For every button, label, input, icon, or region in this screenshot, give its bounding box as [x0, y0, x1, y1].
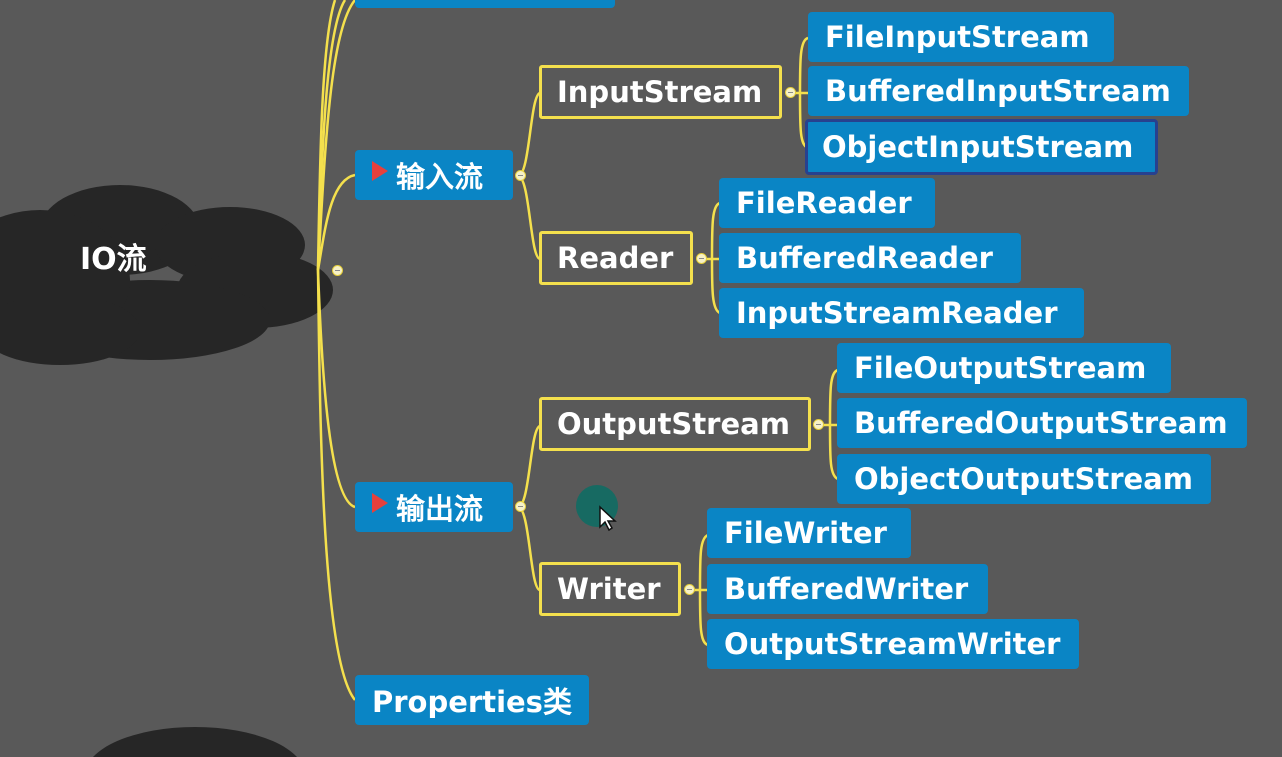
red-flag-icon — [372, 161, 388, 181]
group-writer[interactable]: Writer — [539, 562, 681, 616]
leaf-label: FileInputStream — [825, 20, 1090, 54]
leaf-label: OutputStreamWriter — [724, 627, 1061, 661]
leaf-inputstreamreader[interactable]: InputStreamReader — [719, 288, 1084, 338]
leaf-fileinputstream[interactable]: FileInputStream — [808, 12, 1114, 62]
collapse-output-icon[interactable] — [515, 501, 526, 512]
leaf-filewriter[interactable]: FileWriter — [707, 508, 911, 558]
leaf-objectinputstream[interactable]: ObjectInputStream — [805, 119, 1158, 175]
collapse-input-icon[interactable] — [515, 170, 526, 181]
group-inputstream-label: InputStream — [557, 75, 763, 109]
next-root-cloud-shape — [93, 727, 297, 757]
leaf-objectoutputstream[interactable]: ObjectOutputStream — [837, 454, 1211, 504]
group-outputstream[interactable]: OutputStream — [539, 397, 811, 451]
collapse-reader-icon[interactable] — [696, 253, 707, 264]
leaf-fileoutputstream[interactable]: FileOutputStream — [837, 343, 1171, 393]
group-outputstream-label: OutputStream — [557, 407, 790, 441]
branch-input-stream[interactable]: 输入流 — [355, 150, 513, 200]
mouse-cursor-icon — [576, 485, 618, 532]
branch-properties[interactable]: Properties类 — [355, 675, 589, 725]
group-inputstream[interactable]: InputStream — [539, 65, 782, 119]
leaf-label: FileWriter — [724, 516, 887, 550]
top-partial-node[interactable] — [355, 0, 615, 8]
branch-output-stream[interactable]: 输出流 — [355, 482, 513, 532]
root-cloud-shape — [0, 185, 333, 365]
leaf-outputstreamwriter[interactable]: OutputStreamWriter — [707, 619, 1079, 669]
leaf-label: BufferedOutputStream — [854, 406, 1228, 440]
group-reader-label: Reader — [557, 241, 674, 275]
group-reader[interactable]: Reader — [539, 231, 693, 285]
leaf-label: ObjectOutputStream — [854, 462, 1194, 496]
leaf-label: BufferedReader — [736, 241, 993, 275]
branch-input-label: 输入流 — [396, 160, 484, 194]
collapse-inputstream-icon[interactable] — [785, 87, 796, 98]
red-flag-icon — [372, 493, 388, 513]
leaf-filereader[interactable]: FileReader — [719, 178, 935, 228]
root-topic[interactable]: IO流 — [80, 242, 147, 277]
branch-properties-label: Properties类 — [372, 685, 572, 719]
leaf-bufferedreader[interactable]: BufferedReader — [719, 233, 1021, 283]
leaf-bufferedinputstream[interactable]: BufferedInputStream — [808, 66, 1189, 116]
leaf-bufferedwriter[interactable]: BufferedWriter — [707, 564, 988, 614]
leaf-label: FileOutputStream — [854, 351, 1147, 385]
collapse-outputstream-icon[interactable] — [813, 419, 824, 430]
leaf-label: InputStreamReader — [736, 296, 1058, 330]
leaf-label: ObjectInputStream — [822, 130, 1134, 164]
leaf-bufferedoutputstream[interactable]: BufferedOutputStream — [837, 398, 1247, 448]
leaf-label: BufferedInputStream — [825, 74, 1171, 108]
leaf-label: BufferedWriter — [724, 572, 969, 606]
branch-output-label: 输出流 — [396, 492, 484, 526]
group-writer-label: Writer — [557, 572, 661, 606]
leaf-label: FileReader — [736, 186, 912, 220]
collapse-root-icon[interactable] — [332, 265, 343, 276]
collapse-writer-icon[interactable] — [684, 584, 695, 595]
